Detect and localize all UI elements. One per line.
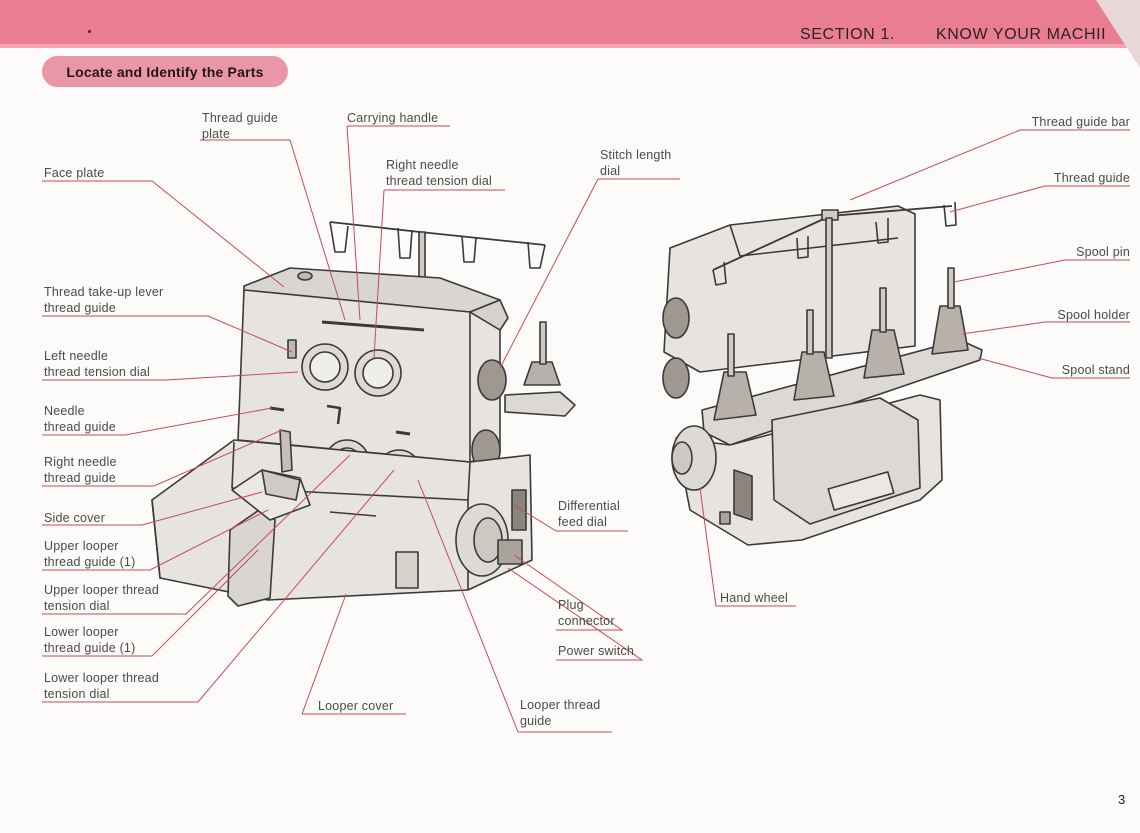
- label-spool-holder: Spool holder: [1010, 307, 1130, 323]
- label-line: Face plate: [44, 166, 105, 180]
- header-band: [0, 0, 1140, 48]
- label-line: Differential: [558, 499, 620, 513]
- label-differential-feed: Differential feed dial: [558, 498, 620, 530]
- label-thread-guide-bar: Thread guide bar: [1010, 114, 1130, 130]
- label-looper-thread-guide: Looper thread guide: [520, 697, 600, 729]
- label-line: Carrying handle: [347, 111, 439, 125]
- label-stitch-length-dial: Stitch length dial: [600, 147, 671, 179]
- label-line: Side cover: [44, 511, 106, 525]
- label-line: guide: [520, 714, 552, 728]
- label-line: tension dial: [44, 687, 110, 701]
- front-view-machine: [151, 221, 576, 607]
- label-upper-looper-guide: Upper looper thread guide (1): [44, 538, 135, 570]
- label-line: Spool stand: [1061, 363, 1130, 377]
- label-line: Thread take-up lever: [44, 285, 164, 299]
- label-line: Hand wheel: [720, 591, 789, 605]
- label-thread-guide-plate: Thread guide plate: [202, 110, 278, 142]
- heading-pill: Locate and Identify the Parts: [42, 56, 288, 87]
- label-right-needle-guide: Right needle thread guide: [44, 454, 117, 486]
- label-line: Upper looper: [44, 539, 119, 553]
- label-line: Looper cover: [318, 699, 394, 713]
- label-line: Upper looper thread: [44, 583, 159, 597]
- page-corner: [1096, 0, 1140, 68]
- label-line: Spool holder: [1057, 308, 1130, 322]
- label-line: tension dial: [44, 599, 110, 613]
- label-takeup-lever-guide: Thread take-up lever thread guide: [44, 284, 163, 316]
- label-line: thread guide (1): [44, 641, 136, 655]
- label-line: Right needle: [386, 158, 459, 172]
- label-line: Stitch length: [600, 148, 672, 162]
- label-line: Thread guide: [202, 111, 279, 125]
- label-needle-thread-guide: Needle thread guide: [44, 403, 116, 435]
- label-line: plate: [202, 127, 231, 141]
- section-number: SECTION 1.: [800, 26, 895, 43]
- label-looper-cover: Looper cover: [318, 698, 393, 714]
- label-line: Right needle: [44, 455, 117, 469]
- label-right-needle-tension: Right needle thread tension dial: [386, 157, 492, 189]
- label-upper-looper-tension: Upper looper thread tension dial: [44, 582, 159, 614]
- label-line: Spool pin: [1076, 245, 1130, 259]
- label-power-switch: Power switch: [558, 643, 634, 659]
- leader-lines: [42, 125, 1130, 733]
- header-dot: [88, 30, 91, 33]
- label-line: Lower looper: [44, 625, 119, 639]
- label-line: Thread guide bar: [1031, 115, 1130, 129]
- label-lower-looper-tension: Lower looper thread tension dial: [44, 670, 159, 702]
- label-line: Plug: [558, 598, 584, 612]
- label-carrying-handle: Carrying handle: [347, 110, 438, 126]
- label-line: Left needle: [44, 349, 109, 363]
- label-line: Looper thread: [520, 698, 601, 712]
- label-spool-stand: Spool stand: [1010, 362, 1130, 378]
- label-thread-guide: Thread guide: [1010, 170, 1130, 186]
- label-line: Power switch: [558, 644, 635, 658]
- label-left-needle-tension: Left needle thread tension dial: [44, 348, 150, 380]
- label-plug-connector: Plug connector: [558, 597, 615, 629]
- label-line: connector: [558, 614, 615, 628]
- rear-view-machine: [662, 201, 983, 546]
- label-spool-pin: Spool pin: [1010, 244, 1130, 260]
- label-line: Needle: [44, 404, 85, 418]
- label-line: feed dial: [558, 515, 608, 529]
- label-hand-wheel: Hand wheel: [720, 590, 788, 606]
- label-face-plate: Face plate: [44, 165, 104, 181]
- label-line: dial: [600, 164, 621, 178]
- label-line: Lower looper thread: [44, 671, 159, 685]
- label-line: thread guide: [44, 471, 116, 485]
- label-line: thread guide: [44, 420, 116, 434]
- label-line: thread guide: [44, 301, 116, 315]
- page-number: 3: [1118, 792, 1126, 807]
- section-title: KNOW YOUR MACHII: [936, 26, 1107, 43]
- label-line: thread guide (1): [44, 555, 136, 569]
- label-line: thread tension dial: [386, 174, 492, 188]
- page-heading: Locate and Identify the Parts: [66, 63, 264, 80]
- label-line: Thread guide: [1053, 171, 1130, 185]
- label-side-cover: Side cover: [44, 510, 105, 526]
- label-line: thread tension dial: [44, 365, 150, 379]
- label-lower-looper-guide: Lower looper thread guide (1): [44, 624, 135, 656]
